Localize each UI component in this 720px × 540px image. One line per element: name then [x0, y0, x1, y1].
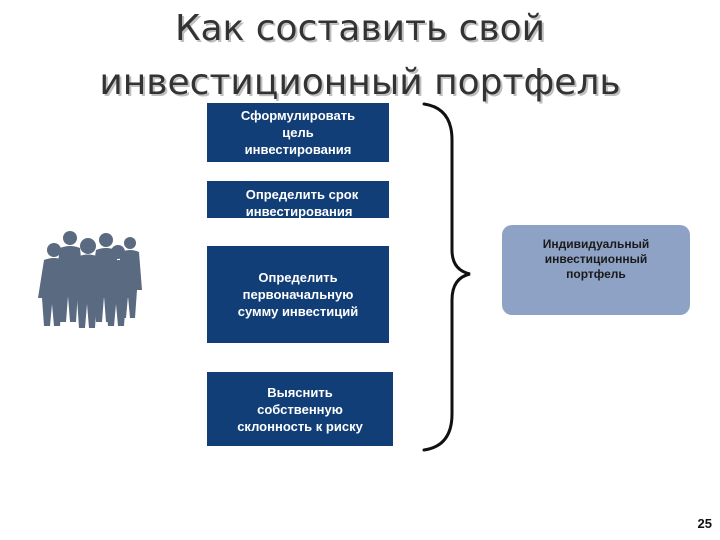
result-box-portfolio: Индивидуальный инвестиционный портфель	[502, 225, 690, 315]
page-title-shadow: Как составить свой инвестиционный портфе…	[101, 10, 623, 105]
page-title-line-1: Как составить свой	[174, 8, 546, 49]
step-box-term: Определить срок инвестирования	[207, 181, 389, 218]
step-label: Сформулировать цель инвестирования	[240, 108, 356, 157]
page-number: 25	[697, 516, 712, 531]
page-title: Как составить свой инвестиционный портфе…	[60, 2, 660, 110]
step-box-risk-tolerance: Выяснить собственную склонность к риску	[207, 372, 393, 446]
page-title-line-2: инвестиционный портфель	[99, 62, 621, 103]
step-box-goal: Сформулировать цель инвестирования	[207, 103, 389, 162]
result-label: Индивидуальный инвестиционный портфель	[542, 236, 650, 281]
step-box-initial-sum: Определить первоначальную сумму инвестиц…	[207, 246, 389, 343]
step-label: Выяснить собственную склонность к риску	[237, 384, 363, 434]
step-label: Определить срок инвестирования	[245, 187, 359, 218]
step-label: Определить первоначальную сумму инвестиц…	[237, 270, 359, 319]
